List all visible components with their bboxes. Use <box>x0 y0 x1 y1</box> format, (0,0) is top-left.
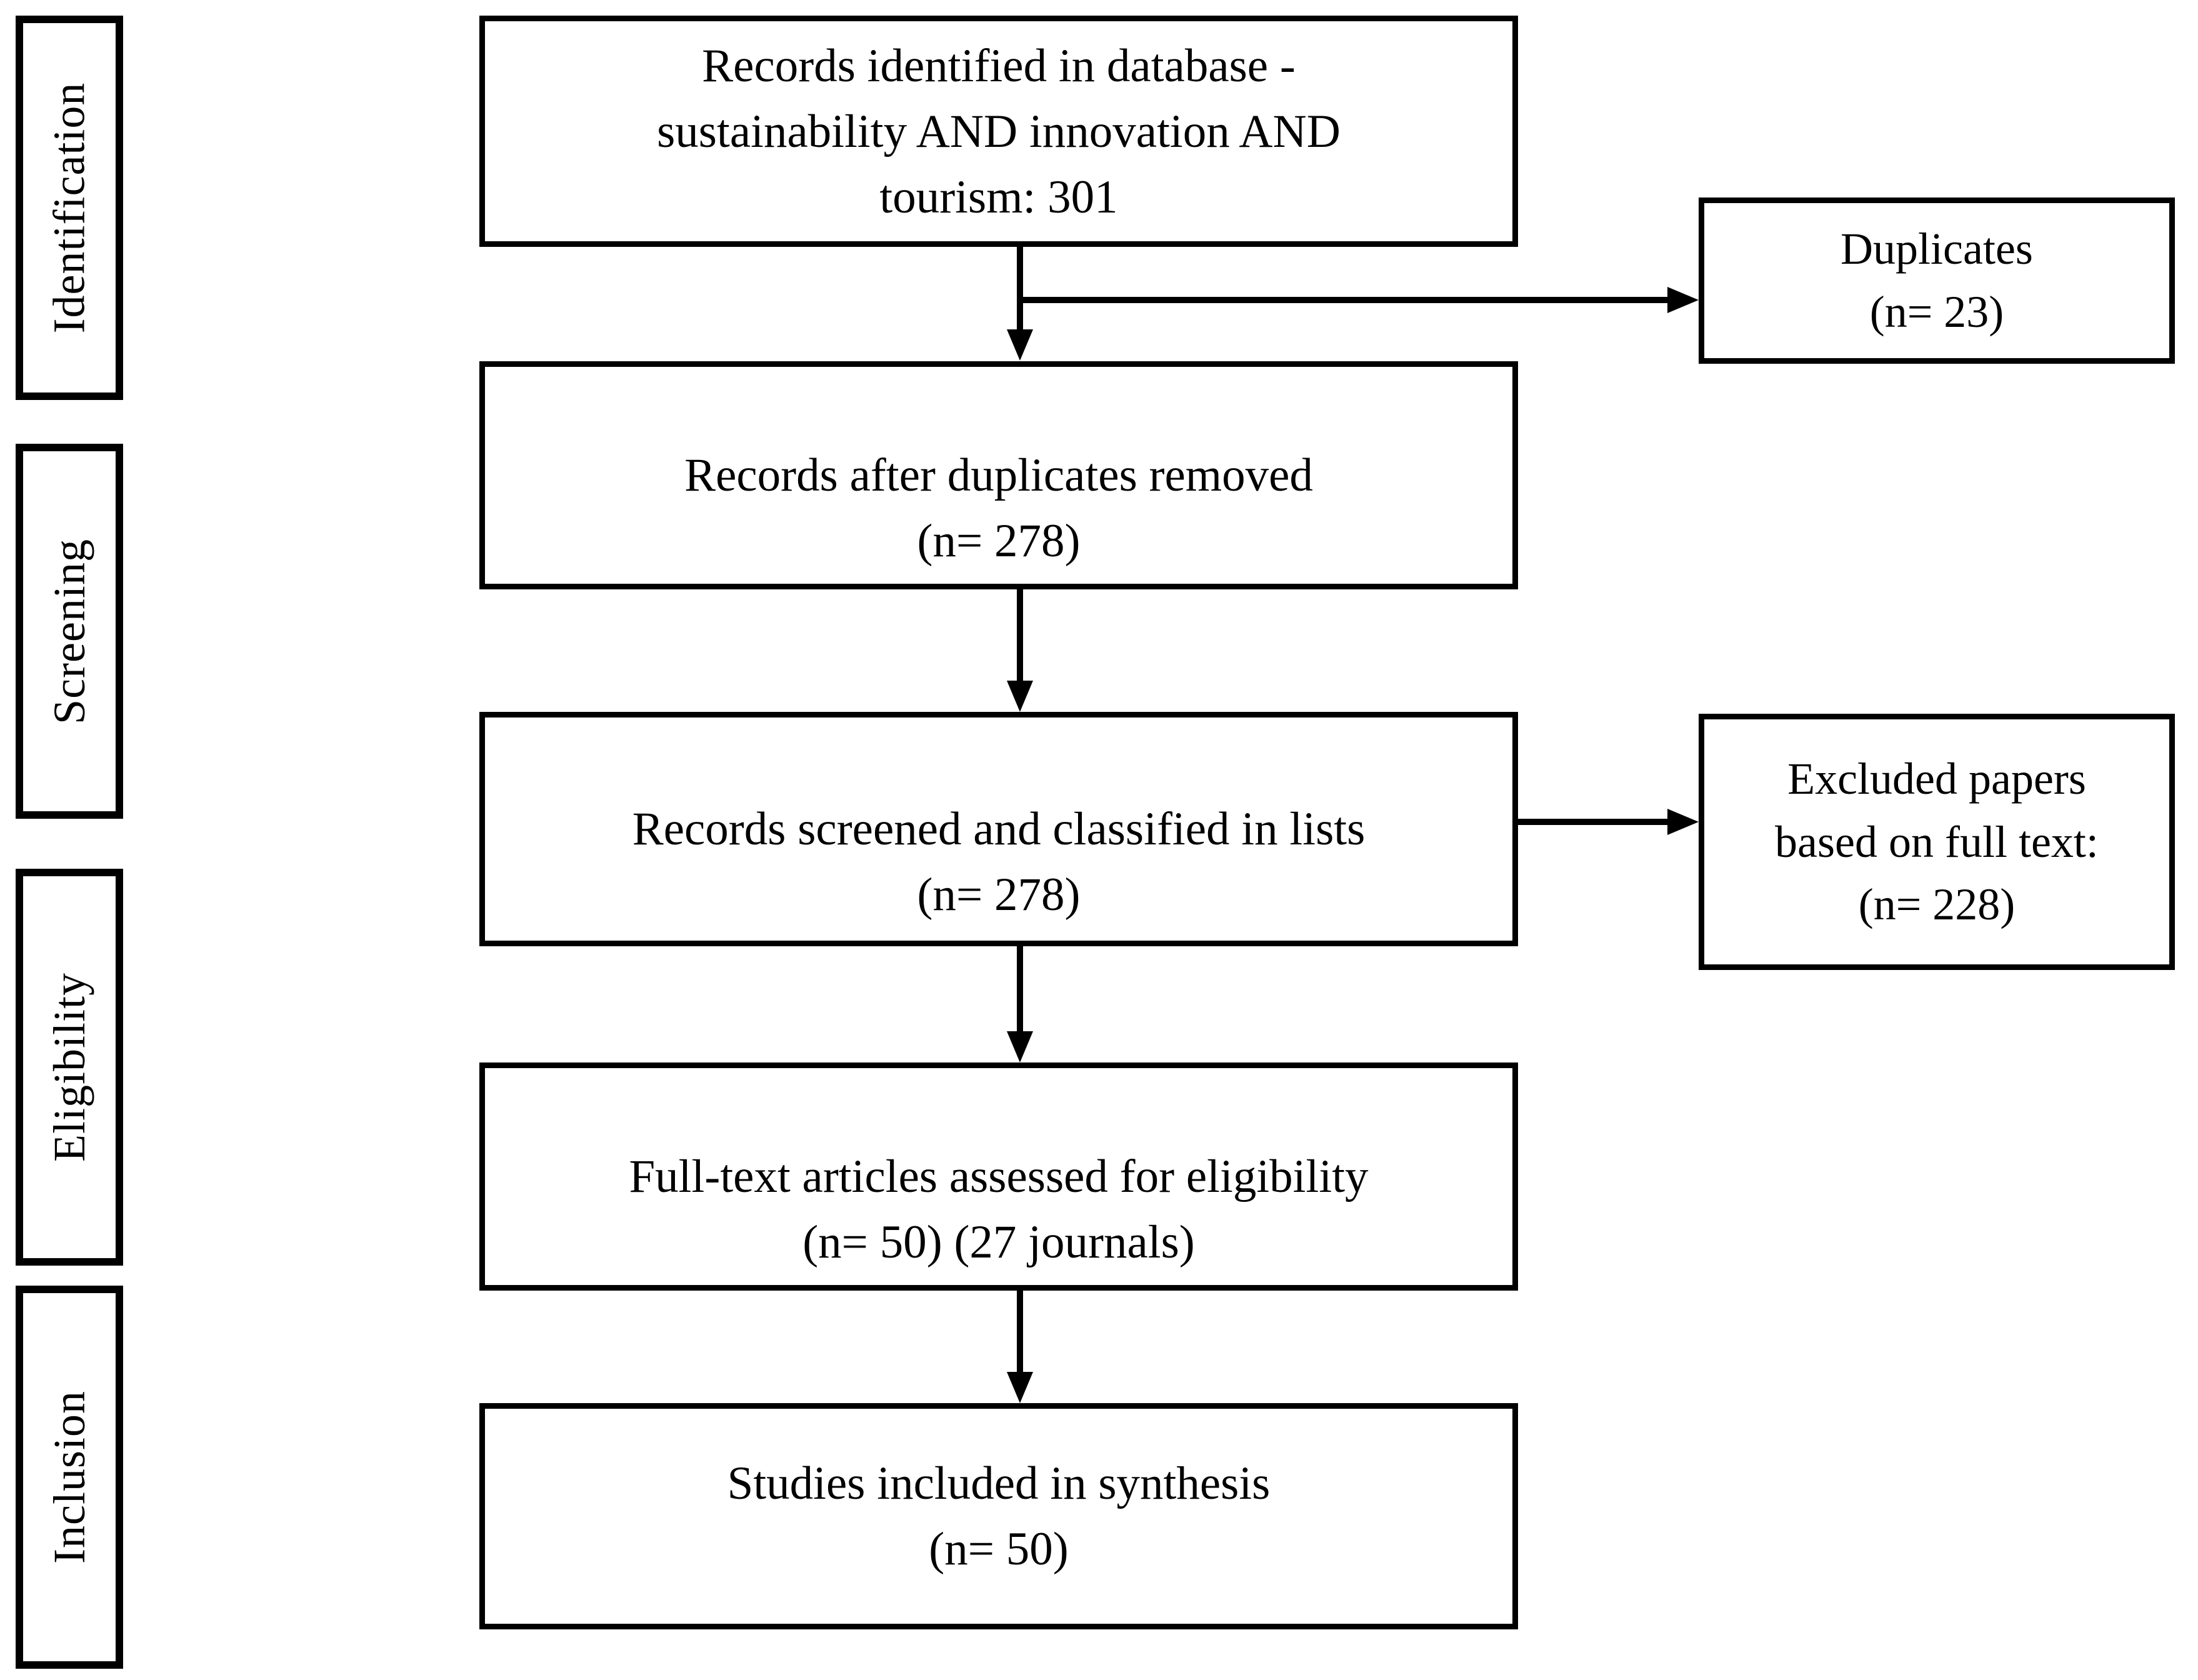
stage-label-screening: Screening <box>44 538 94 724</box>
down-arrowhead-icon <box>1007 329 1033 361</box>
connector-branch-to-duplicates <box>1020 297 1667 303</box>
side-box-text-line: Excluded papers <box>1787 753 2086 804</box>
connector-identified-to-after-duplicates <box>1017 247 1023 329</box>
stage-label-identification: Identification <box>44 82 94 334</box>
down-arrowhead-icon <box>1007 681 1033 712</box>
flow-box-text-line: Studies included in synthesis <box>727 1458 1271 1509</box>
stage-box-inclusion: Inclusion <box>16 1286 123 1669</box>
stage-box-screening: Screening <box>16 444 123 819</box>
flow-box-text-line: (n= 278) <box>917 869 1081 921</box>
stage-box-identification: Identification <box>16 16 123 400</box>
stage-label-inclusion: Inclusion <box>44 1391 94 1564</box>
flow-box-text-line: (n= 50) (27 journals) <box>802 1216 1195 1268</box>
stage-label-eligibility: Eligibility <box>44 972 94 1162</box>
side-box-text-line: (n= 23) <box>1869 287 2004 337</box>
flow-box-text-line: Full-text articles assessed for eligibil… <box>629 1151 1369 1202</box>
flow-box-records-identified: Records identified in database - sustain… <box>479 16 1518 247</box>
flow-box-text-line: (n= 278) <box>917 515 1081 567</box>
connector-screened-to-excluded <box>1518 819 1667 825</box>
side-box-text-line: based on full text: <box>1775 816 2099 867</box>
flow-box-text-line: Records screened and classified in lists <box>632 803 1366 855</box>
side-box-excluded: Excluded papers based on full text: (n= … <box>1699 714 2175 970</box>
flow-box-text-line: tourism: 301 <box>879 171 1118 223</box>
flow-box-studies-included: Studies included in synthesis (n= 50) <box>479 1403 1518 1629</box>
right-arrowhead-icon <box>1667 809 1699 835</box>
side-box-text-line: Duplicates <box>1841 224 2033 274</box>
connector-after-duplicates-to-screened <box>1017 589 1023 683</box>
flow-box-text-line: Records identified in database - <box>702 39 1296 92</box>
flow-box-text-line: Records after duplicates removed <box>684 449 1313 501</box>
down-arrowhead-icon <box>1007 1372 1033 1403</box>
side-box-text-line: (n= 228) <box>1858 879 2016 930</box>
down-arrowhead-icon <box>1007 1031 1033 1062</box>
connector-screened-to-fulltext <box>1017 945 1023 1034</box>
right-arrowhead-icon <box>1667 287 1699 313</box>
flow-box-records-screened: Records screened and classified in lists… <box>479 712 1518 946</box>
connector-fulltext-to-included <box>1017 1289 1023 1374</box>
stage-box-eligibility: Eligibility <box>16 869 123 1266</box>
flow-box-fulltext-assessed: Full-text articles assessed for eligibil… <box>479 1062 1518 1291</box>
flow-box-text-line: sustainability AND innovation AND <box>657 105 1341 158</box>
flow-box-text-line: (n= 50) <box>929 1523 1069 1575</box>
flow-box-records-after-duplicates: Records after duplicates removed (n= 278… <box>479 361 1518 589</box>
side-box-duplicates: Duplicates (n= 23) <box>1699 198 2175 364</box>
